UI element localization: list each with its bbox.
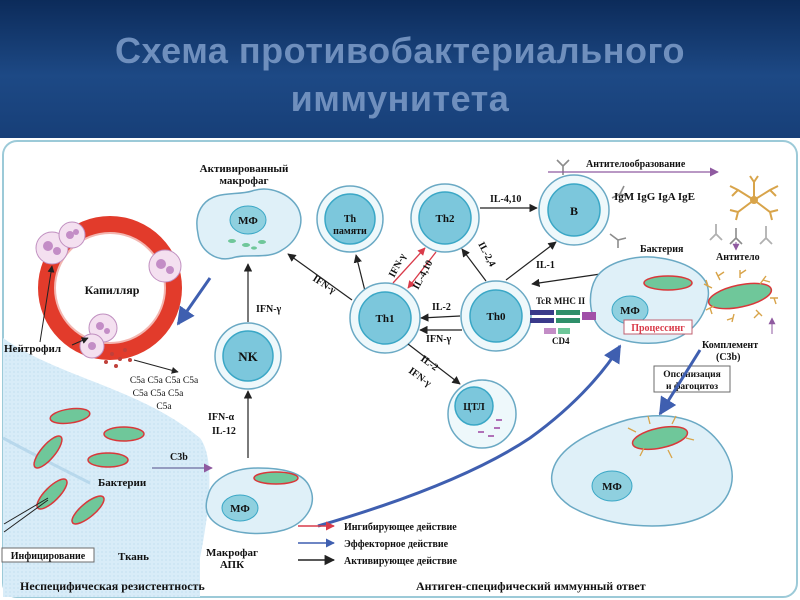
apc-mf-label: МФ <box>620 305 640 317</box>
legend-inhibit-label: Ингибирующее действие <box>344 522 457 533</box>
immunoglobulins-label: IgM IgG IgA IgE <box>614 191 695 203</box>
slide-header: Схема противобактериального иммунитета <box>0 0 800 138</box>
macrophage-apc-label-2: АПК <box>220 559 244 571</box>
arrow-th1-to-th-memory <box>353 254 366 292</box>
antibody-pentamer <box>729 175 779 221</box>
th1-label: Th1 <box>376 313 395 325</box>
tissue-edge <box>2 436 91 485</box>
arrow-th0-to-th1 <box>420 313 461 322</box>
processing-label: Процессинг <box>631 323 685 334</box>
c5a-cluster: C5a C5a C5a C5a C5a C5a C5a C5a <box>130 376 199 412</box>
tissue-label: Ткань <box>118 551 149 563</box>
slide-title-line-2: иммунитета <box>290 78 510 119</box>
th2-cell: Th2 <box>410 183 480 253</box>
infection-pointer <box>3 497 49 525</box>
infection-pointer-2 <box>3 499 49 533</box>
c5a-row-2: C5a C5a C5a <box>133 389 184 399</box>
effector-arrow-opsonization <box>658 349 702 416</box>
legend-effector-label: Эффекторное действие <box>344 539 449 550</box>
th-memory-label-2: памяти <box>333 226 367 237</box>
arrow-granules-to-c5a <box>133 359 179 374</box>
cd4-label: CD4 <box>552 336 570 346</box>
complement-label-2: (C3b) <box>716 352 740 363</box>
th-memory-cell: Th памяти <box>316 185 384 253</box>
opsonized-bacterium <box>703 269 778 323</box>
antibody-formation-label: Антителообразование <box>586 159 686 170</box>
macrophage-apc: МФ <box>205 467 313 535</box>
b-cell: B <box>538 159 629 248</box>
tcr-mhc-receptor <box>530 310 596 334</box>
infection-box <box>1 547 95 563</box>
granules <box>104 348 132 368</box>
antibody-small <box>729 228 743 245</box>
th-memory-label-1: Th <box>344 214 357 225</box>
th0-cell: Th0 <box>460 280 532 352</box>
antibody-dimer <box>709 224 773 245</box>
tissue-bacteria <box>33 407 145 525</box>
arrow-th0-to-b <box>505 241 557 281</box>
th0-label: Th0 <box>487 311 506 323</box>
antibody-label: Антитело <box>716 252 760 263</box>
complement-label-1: Комплемент <box>702 340 758 351</box>
opsonization-box <box>653 365 731 393</box>
c5a-row-3: C5a <box>156 402 172 412</box>
legend: Ингибирующее действие Эффекторное действ… <box>298 521 457 567</box>
nonspecific-caption: Неспецифическая резистентность <box>20 579 205 593</box>
inhibit-th1-to-th2 <box>392 247 426 284</box>
activated-macrophage-label-1: Активированный <box>200 163 289 175</box>
il-4-10-b: IL-4,10 <box>490 194 521 205</box>
opsonization-label-2: и фагоцитоз <box>666 381 718 392</box>
macrophage-apc-label-1: Макрофаг <box>206 547 258 559</box>
th2-label: Th2 <box>436 213 455 225</box>
il-2-th0: IL-2 <box>432 302 451 313</box>
ifn-gamma-th0: IFN-γ <box>426 334 452 345</box>
arrow-th1-to-ctl <box>407 343 461 385</box>
opsonization-label-1: Опсонизация <box>663 370 720 380</box>
immunity-diagram: Капилляр Нейтрофил C5a C5a C5a C5a C5a C… <box>1 140 798 598</box>
macrophage-apc-mf: МФ <box>230 503 250 515</box>
effector-arrow-macrophage-to-capillary <box>176 277 212 326</box>
bacterium-label: Бактерия <box>640 244 684 255</box>
neutrophil-pointer-2 <box>71 337 89 346</box>
tcr-mhc-label: TcR MHC II <box>536 296 586 306</box>
phagocytic-macrophage: МФ <box>550 415 733 527</box>
b-label: B <box>570 204 578 218</box>
ifn-alpha: IFN-α <box>208 412 235 423</box>
bacteria-label: Бактерии <box>98 477 147 489</box>
il-12: IL-12 <box>212 426 236 437</box>
processing-box <box>623 319 693 335</box>
activated-macrophage-mf: МФ <box>238 215 258 227</box>
apc-processing-macrophage: МФ Процессинг <box>589 256 710 344</box>
th1-cell: Th1 <box>349 282 421 354</box>
c3b-label: C3b <box>170 452 188 463</box>
ifn-gamma-nk: IFN-γ <box>256 304 282 315</box>
neutrophil-label: Нейтрофил <box>4 343 61 355</box>
infection-label: Инфицирование <box>11 551 86 562</box>
inhibit-th2-to-th1 <box>407 251 437 289</box>
specific-caption: Антиген-специфический иммунный ответ <box>416 579 646 593</box>
ctl-label: ЦТЛ <box>463 402 485 413</box>
arrow-th1-to-activated-macrophage <box>287 253 353 301</box>
effector-arrow-apc-to-processing <box>317 344 622 528</box>
neutrophil-pointer-1 <box>39 265 55 343</box>
nk-label: NK <box>238 349 258 364</box>
c5a-row-1: C5a C5a C5a C5a <box>130 376 199 386</box>
nk-cell: NK <box>214 322 282 390</box>
slide-title-line-1: Схема противобактериального <box>115 30 685 71</box>
legend-activate-label: Активирующее действие <box>344 556 457 567</box>
capillary-label: Капилляр <box>85 283 140 297</box>
activated-macrophage: МФ <box>196 188 302 260</box>
ctl-cell: ЦТЛ <box>447 379 517 449</box>
activated-macrophage-label-2: макрофаг <box>220 175 269 187</box>
il-1: IL-1 <box>536 260 555 271</box>
phagocytic-mf-label: МФ <box>602 481 622 493</box>
arrow-th0-to-th2 <box>461 248 487 282</box>
